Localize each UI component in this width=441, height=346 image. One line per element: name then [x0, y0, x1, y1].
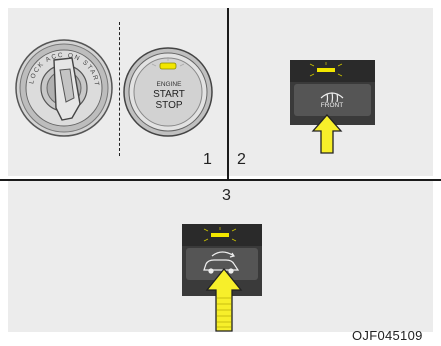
- press-arrow-recirculation: [206, 268, 242, 332]
- horizontal-divider: [0, 179, 441, 181]
- press-arrow-front-defrost: [312, 114, 342, 154]
- panel-number-1: 1: [203, 152, 212, 168]
- panel-number-3: 3: [222, 188, 231, 204]
- recirc-indicator: [211, 233, 229, 237]
- front-defrost-label: FRONT: [318, 102, 346, 109]
- start-button-indicator: [160, 63, 176, 69]
- start-button-label-start: START: [150, 89, 188, 100]
- start-button-label-stop: STOP: [150, 100, 188, 111]
- vertical-divider: [227, 8, 229, 180]
- ignition-key-cylinder: LOCK ACC ON START: [14, 38, 114, 138]
- panel-number-2: 2: [237, 152, 246, 168]
- start-button-label-engine: ENGINE: [156, 81, 182, 88]
- figure-code: OJF045109: [352, 328, 423, 343]
- dashed-separator: [119, 22, 120, 156]
- front-defrost-indicator: [317, 68, 335, 72]
